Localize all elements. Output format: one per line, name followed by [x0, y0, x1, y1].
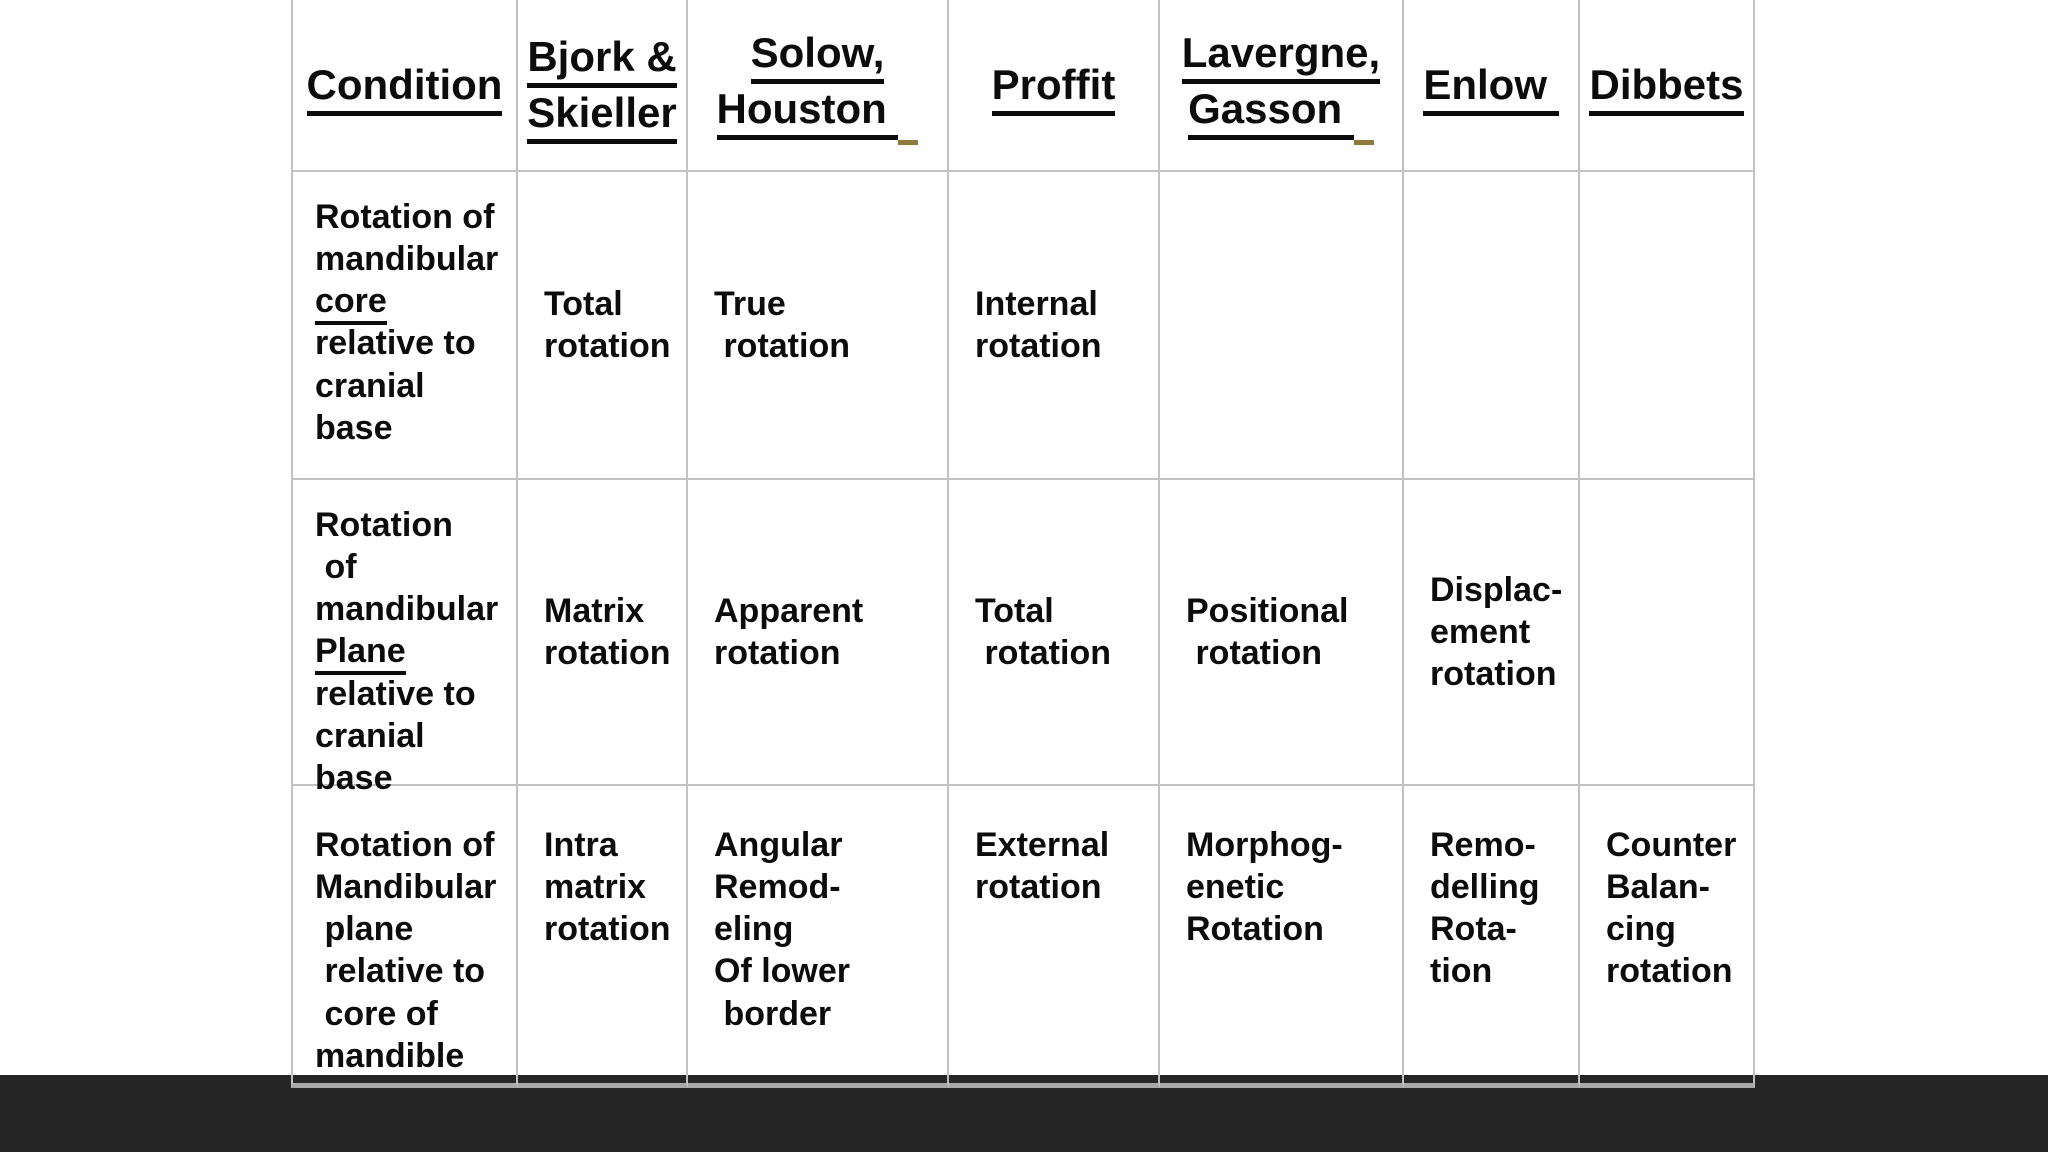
cell-row2-proffit: Total rotation	[949, 480, 1160, 786]
cell-row3-condition: Rotation of Mandibular plane relative to…	[291, 786, 518, 1088]
header-cell-enlow: Enlow	[1404, 0, 1580, 172]
header-label-houston: Houston	[716, 85, 887, 132]
header-label-dibbets: Dibbets	[1589, 60, 1744, 108]
underline-tail-accent	[1353, 81, 1374, 146]
cell-row2-dibbets	[1580, 480, 1755, 786]
header-label-gasson: Gasson	[1188, 85, 1343, 132]
header-cell-bjork-skieller: Bjork & Skieller	[518, 0, 688, 172]
cell-row3-proffit: External rotation	[949, 786, 1160, 1088]
header-label-condition: Condition	[306, 60, 503, 108]
header-label-bjork: Bjork &	[527, 32, 677, 80]
cell-row3-bjork: Intra matrix rotation	[518, 786, 688, 1088]
cell-row2-condition: Rotation of mandibular Plane relative to…	[291, 480, 518, 797]
cell-row2-bjork: Matrix rotation	[518, 480, 688, 786]
cell-row1-condition: Rotation of mandibular core relative to …	[291, 172, 518, 480]
header-label-skieller: Skieller	[527, 89, 677, 136]
header-cell-condition: Condition	[291, 0, 518, 172]
header-cell-dibbets: Dibbets	[1580, 0, 1755, 172]
cell-row1-proffit: Internal rotation	[949, 172, 1160, 480]
cell-row2-solow: Apparent rotation	[688, 480, 949, 786]
header-cell-solow-houston: Solow, Houston	[688, 0, 949, 172]
underline-tail-accent	[898, 81, 919, 146]
cell-row1-solow: True rotation	[688, 172, 949, 480]
cell-row1-bjork: Total rotation	[518, 172, 688, 480]
cell-row3-lavergne: Morphog- enetic Rotation	[1160, 786, 1404, 1088]
cell-row2-lavergne: Positional rotation	[1160, 480, 1404, 786]
cell-row1-enlow	[1404, 172, 1580, 480]
underlined-word-plane: Plane	[315, 632, 406, 676]
terminology-table: Condition Bjork & Skieller Solow, Housto…	[291, 0, 1755, 1088]
header-label-solow: Solow,	[750, 28, 885, 76]
header-label-lavergne: Lavergne,	[1181, 28, 1381, 76]
cell-row3-enlow: Remo- delling Rota- tion	[1404, 786, 1580, 1088]
header-cell-lavergne-gasson: Lavergne, Gasson	[1160, 0, 1404, 172]
cell-row1-dibbets	[1580, 172, 1755, 480]
header-cell-proffit: Proffit	[949, 0, 1160, 172]
underlined-word-core: core	[315, 282, 387, 326]
header-label-enlow: Enlow	[1423, 60, 1547, 108]
cell-row1-lavergne	[1160, 172, 1404, 480]
cell-row3-dibbets: Counter Balan- cing rotation	[1580, 786, 1755, 1088]
cell-row3-solow: Angular Remod- eling Of lower border	[688, 786, 949, 1088]
header-label-proffit: Proffit	[991, 60, 1116, 108]
cell-row2-enlow: Displac- ement rotation	[1404, 480, 1580, 786]
